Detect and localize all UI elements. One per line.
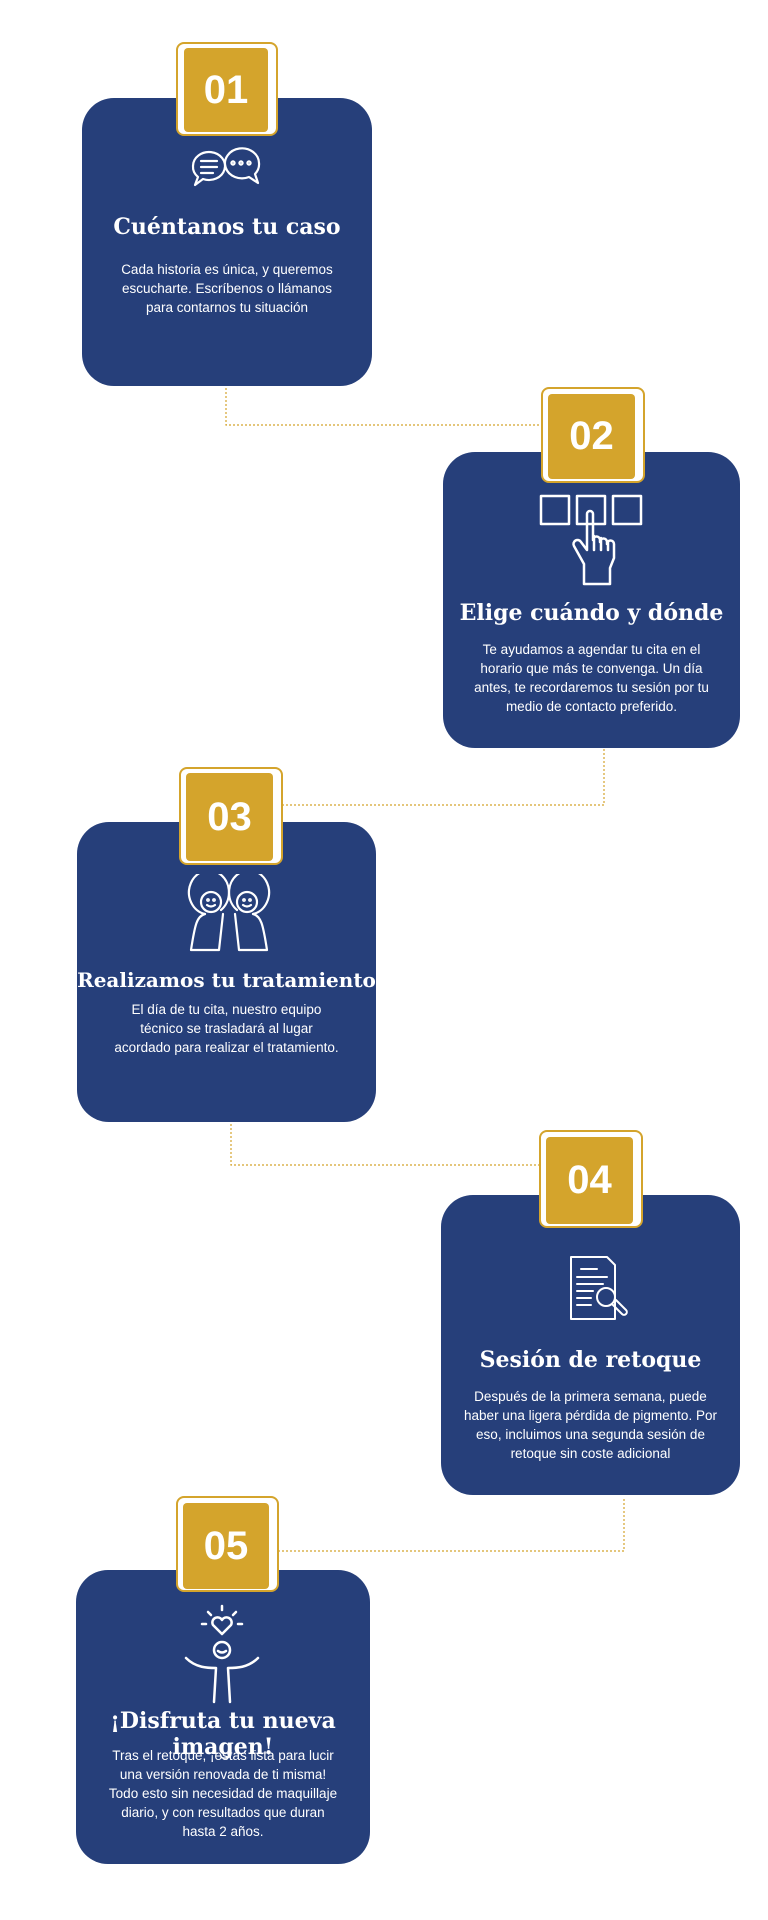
step-description: El día de tu cita, nuestro equipo técnic… bbox=[114, 1002, 339, 1055]
step-description: Después de la primera semana, puede habe… bbox=[464, 1389, 717, 1461]
step-card-5: ¡Disfruta tu nueva imagen! Tras el retoq… bbox=[76, 1570, 370, 1864]
happy-person-heart-icon bbox=[184, 1604, 260, 1704]
step-title: Cuéntanos tu caso bbox=[113, 214, 341, 240]
step-card-1: Cuéntanos tu caso Cada historia es única… bbox=[82, 98, 372, 386]
step-title: Elige cuándo y dónde bbox=[459, 600, 724, 626]
connector-2-3 bbox=[280, 749, 605, 806]
step-number-badge: 03 bbox=[186, 773, 273, 861]
step-number-badge: 04 bbox=[546, 1137, 633, 1224]
step-description: Te ayudamos a agendar tu cita en el hora… bbox=[474, 642, 709, 714]
step-number-badge: 02 bbox=[548, 394, 635, 479]
step-description: Tras el retoque, ¡estás lista para lucir… bbox=[108, 1748, 338, 1839]
step-card-3: Realizamos tu tratamiento El día de tu c… bbox=[77, 822, 376, 1122]
step-number-badge: 01 bbox=[184, 48, 268, 132]
step-description: Cada historia es única, y queremos escuc… bbox=[121, 262, 333, 315]
chat-bubbles-icon bbox=[191, 147, 261, 187]
document-search-icon bbox=[570, 1256, 628, 1320]
hand-pointer-select-icon bbox=[539, 494, 643, 586]
step-card-2: Elige cuándo y dónde Te ayudamos a agend… bbox=[443, 452, 740, 748]
two-people-icon bbox=[187, 874, 271, 952]
step-title: Realizamos tu tratamiento bbox=[77, 968, 376, 992]
step-card-4: Sesión de retoque Después de la primera … bbox=[441, 1195, 740, 1495]
step-number-badge: 05 bbox=[183, 1503, 269, 1589]
connector-3-4 bbox=[230, 1124, 547, 1166]
step-title: ¡Disfruta tu nueva imagen! bbox=[110, 1708, 336, 1760]
connector-4-5 bbox=[274, 1499, 625, 1552]
step-title: Sesión de retoque bbox=[479, 1347, 702, 1373]
connector-1-2 bbox=[225, 388, 548, 426]
